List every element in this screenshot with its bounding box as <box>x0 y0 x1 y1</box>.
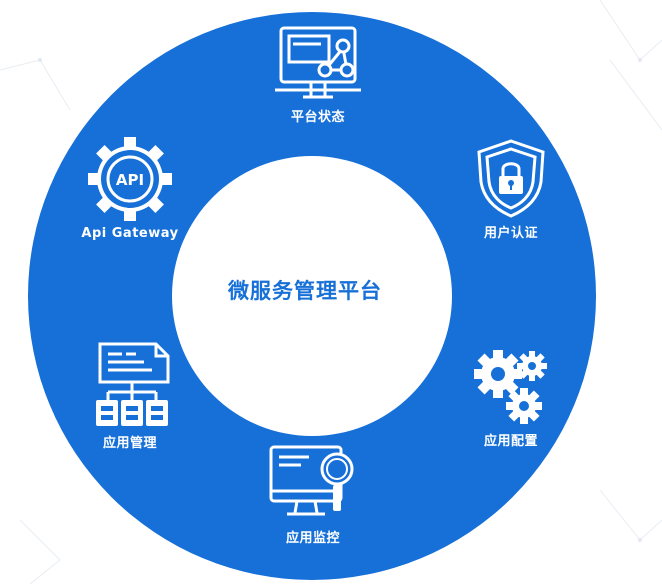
node-user-auth: 用户认证 <box>441 138 581 241</box>
node-api-gateway: API Api Gateway <box>60 136 200 241</box>
inner-circle <box>172 156 452 436</box>
monitor-network-icon <box>275 26 361 99</box>
node-label: Api Gateway <box>81 226 179 241</box>
shield-lock-icon <box>477 139 545 218</box>
node-label: 应用监控 <box>285 531 340 546</box>
node-label: 应用管理 <box>102 436 157 451</box>
gears-icon <box>474 350 547 424</box>
node-app-monitor: 应用监控 <box>243 441 383 546</box>
center-title: 微服务管理平台 <box>228 279 382 303</box>
node-platform-status: 平台状态 <box>248 22 388 125</box>
node-label: 平台状态 <box>290 110 345 125</box>
node-app-config: 应用配置 <box>441 346 581 449</box>
monitor-magnifier-icon <box>269 445 354 516</box>
node-label: 应用配置 <box>483 434 538 449</box>
node-app-manage: 应用管理 <box>60 342 200 451</box>
node-label: 用户认证 <box>483 226 538 241</box>
api-badge-text: API <box>116 171 144 189</box>
api-gear-icon: API <box>88 137 172 221</box>
folder-tree-icon <box>96 342 170 426</box>
